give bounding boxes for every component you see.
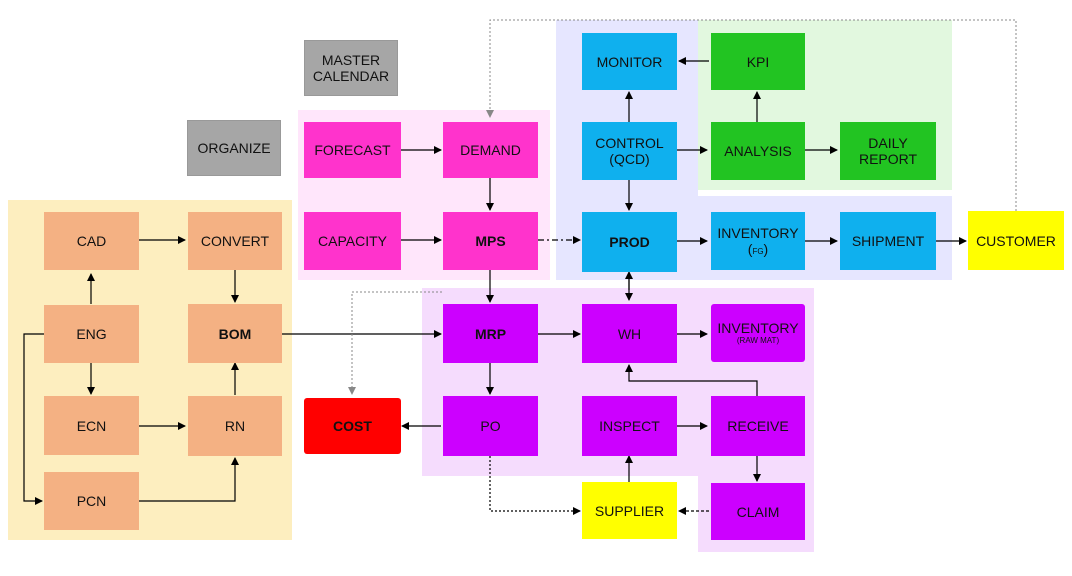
mps-box[interactable]: MPS <box>443 212 538 270</box>
convert-box[interactable]: CONVERT <box>188 212 282 270</box>
customer-box[interactable]: CUSTOMER <box>968 211 1064 270</box>
forecast-label: FORECAST <box>314 142 391 158</box>
monitor-label: MONITOR <box>596 53 663 70</box>
capacity-box[interactable]: CAPACITY <box>304 212 401 270</box>
master-calendar-box[interactable]: MASTER CALENDAR <box>304 40 398 96</box>
arrow-eng-pcn <box>23 333 44 505</box>
mrp-box[interactable]: MRP <box>443 304 538 363</box>
daily-report-box[interactable]: DAILY REPORT <box>840 122 936 180</box>
cad-box[interactable]: CAD <box>44 212 139 270</box>
arrow-pcn-rn <box>139 457 239 502</box>
monitor-box[interactable]: MONITOR <box>582 33 677 90</box>
organize-box[interactable]: ORGANIZE <box>187 120 281 176</box>
wh-box[interactable]: WH <box>582 304 677 363</box>
inventory-fg-close: ) <box>763 241 769 257</box>
shipment-box[interactable]: SHIPMENT <box>840 212 936 270</box>
bom-label: BOM <box>218 325 252 342</box>
organize-label: ORGANIZE <box>197 140 271 156</box>
prod-label: PROD <box>609 234 650 250</box>
inventory-fg-open: ( <box>747 241 753 257</box>
demand-box[interactable]: DEMAND <box>443 122 538 178</box>
arrow-mrp-cost <box>348 291 442 395</box>
cad-label: CAD <box>76 233 107 249</box>
po-box[interactable]: PO <box>443 396 538 456</box>
pcn-label: PCN <box>76 493 107 509</box>
kpi-box[interactable]: KPI <box>711 33 805 90</box>
inventory-fg-line2: (FG) <box>748 241 768 257</box>
claim-box[interactable]: CLAIM <box>711 483 805 540</box>
analysis-box[interactable]: ANALYSIS <box>711 122 805 180</box>
arrow-po-supplier <box>489 456 581 515</box>
supplier-box[interactable]: SUPPLIER <box>582 482 677 539</box>
eng-box[interactable]: ENG <box>44 305 139 363</box>
po-label: PO <box>480 418 501 434</box>
ecn-box[interactable]: ECN <box>44 396 139 455</box>
inventory-fg-small: FG <box>752 247 764 256</box>
receive-label: RECEIVE <box>727 418 789 434</box>
daily-report-line2: REPORT <box>858 151 918 167</box>
control-qcd-box[interactable]: CONTROL (QCD) <box>582 122 677 180</box>
rn-box[interactable]: RN <box>188 396 282 456</box>
inventory-raw-line1: INVENTORY <box>717 320 799 336</box>
forecast-box[interactable]: FORECAST <box>304 122 401 178</box>
inspect-box[interactable]: INSPECT <box>582 396 677 456</box>
rn-label: RN <box>224 418 246 434</box>
arrow-receive-wh <box>625 364 758 396</box>
mrp-label: MRP <box>474 325 507 342</box>
master-calendar-line2: CALENDAR <box>312 68 390 84</box>
kpi-label: KPI <box>746 53 770 70</box>
pcn-box[interactable]: PCN <box>44 472 139 530</box>
daily-report-line1: DAILY <box>868 135 908 151</box>
demand-label: DEMAND <box>460 142 521 158</box>
customer-label: CUSTOMER <box>976 232 1056 249</box>
cost-box[interactable]: COST <box>304 398 401 454</box>
convert-label: CONVERT <box>200 233 270 249</box>
ecn-label: ECN <box>76 417 107 434</box>
prod-box[interactable]: PROD <box>582 212 677 272</box>
analysis-label: ANALYSIS <box>724 143 792 159</box>
master-calendar-line1: MASTER <box>321 52 381 68</box>
mps-label: MPS <box>475 233 506 249</box>
receive-box[interactable]: RECEIVE <box>711 396 805 456</box>
inventory-fg-box[interactable]: INVENTORY (FG) <box>711 212 805 270</box>
bom-box[interactable]: BOM <box>188 304 282 363</box>
capacity-label: CAPACITY <box>318 233 387 249</box>
inventory-fg-line1: INVENTORY <box>717 225 799 241</box>
inventory-raw-box[interactable]: INVENTORY (RAW MAT) <box>711 304 805 362</box>
cost-label: COST <box>333 418 372 434</box>
inspect-label: INSPECT <box>599 418 660 434</box>
wh-label: WH <box>617 325 642 342</box>
supplier-label: SUPPLIER <box>594 502 665 519</box>
control-line2: (QCD) <box>609 151 650 167</box>
arrow-customer-demand <box>486 19 1017 211</box>
control-line1: CONTROL <box>595 135 664 151</box>
eng-label: ENG <box>76 326 107 342</box>
inventory-raw-line2: (RAW MAT) <box>736 336 780 345</box>
shipment-label: SHIPMENT <box>851 233 925 249</box>
claim-label: CLAIM <box>736 503 780 520</box>
